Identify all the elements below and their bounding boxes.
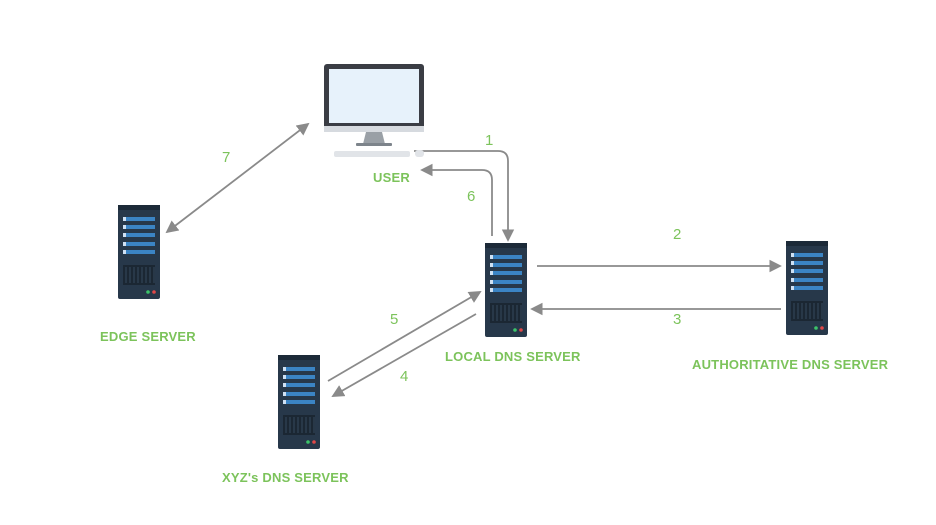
user-label: USER [373, 170, 410, 185]
arrow-step-1 [414, 150, 515, 242]
step-label-2: 2 [673, 226, 682, 243]
step-label-5: 5 [390, 311, 399, 328]
step-label-3: 3 [673, 311, 682, 328]
authoritative-dns-server-label: AUTHORITATIVE DNS SERVER [692, 357, 889, 372]
step-label-7: 7 [222, 149, 231, 166]
edge-server-label: EDGE SERVER [100, 329, 196, 344]
desktop-computer-icon [324, 64, 424, 157]
local-dns-server-icon [485, 243, 527, 337]
xyz-dns-server-icon [278, 355, 320, 449]
local-dns-server-label: LOCAL DNS SERVER [445, 349, 581, 364]
xyz-dns-server-label: XYZ's DNS SERVER [222, 470, 349, 485]
step-label-6: 6 [467, 188, 476, 205]
step-label-4: 4 [400, 368, 409, 385]
arrows-layer [165, 122, 782, 397]
arrow-step-4 [331, 313, 477, 397]
step-label-1: 1 [485, 132, 494, 149]
arrow-step-7 [165, 122, 310, 234]
arrow-step-5 [327, 291, 482, 382]
arrow-step-6 [420, 163, 493, 236]
edge-server-icon [118, 205, 160, 299]
icons-layer [118, 64, 828, 449]
authoritative-dns-server-icon [786, 241, 828, 335]
